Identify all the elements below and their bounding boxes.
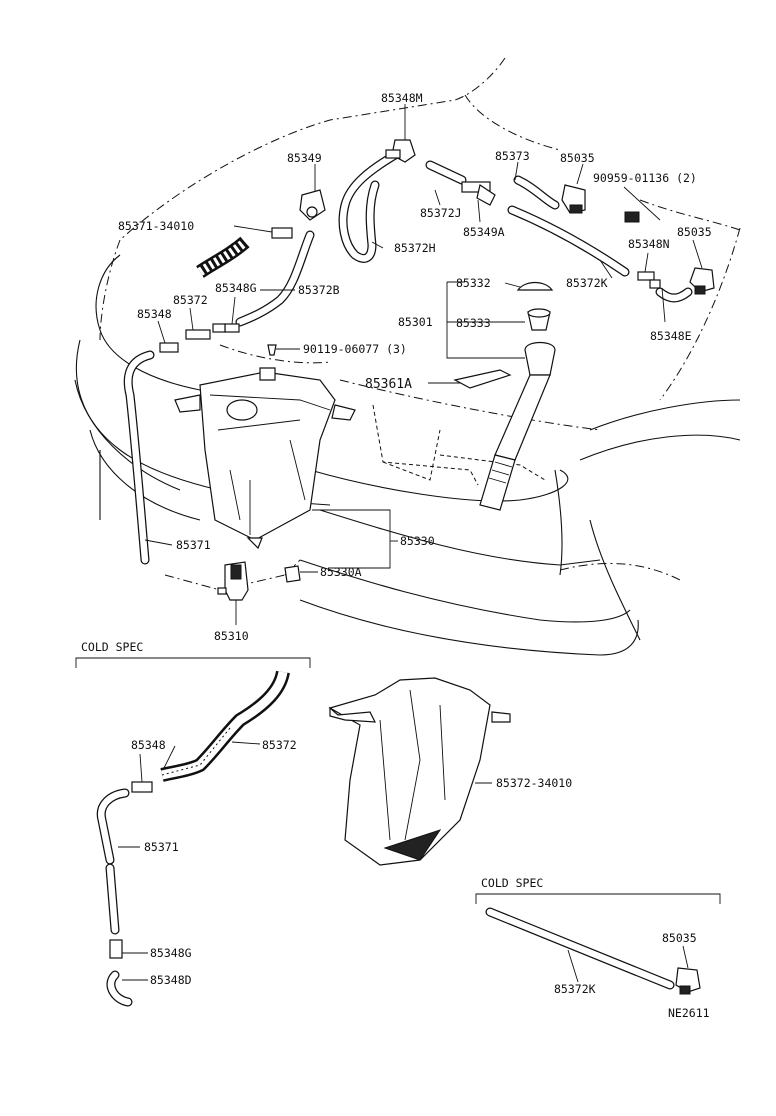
label-85372B: 85372B [298, 283, 340, 297]
label-85372J: 85372J [420, 206, 462, 220]
label-85348E: 85348E [650, 329, 692, 343]
filler-neck [479, 341, 556, 511]
label-90119-06077: 90119-06077 (3) [303, 342, 407, 356]
label-85035-right: 85035 [677, 225, 712, 239]
label-85348-cold: 85348 [131, 738, 166, 752]
label-85361A: 85361A [365, 377, 412, 392]
label-85333: 85333 [456, 316, 491, 330]
drawing-code: NE2611 [668, 1006, 710, 1020]
label-85371-34010: 85371-34010 [118, 219, 194, 233]
label-85349: 85349 [287, 151, 322, 165]
connectors [159, 139, 715, 389]
part-labels: 85348M 85349 85373 85035 90959-01136 (2)… [81, 91, 712, 1020]
label-85301: 85301 [398, 315, 433, 329]
label-85372-34010: 85372-34010 [496, 776, 572, 790]
washer-tank [174, 367, 356, 550]
label-85310: 85310 [214, 629, 249, 643]
label-85330A: 85330A [320, 565, 362, 579]
label-85348G-upper: 85348G [215, 281, 257, 295]
label-85348-upper: 85348 [137, 307, 172, 321]
label-85372-cold: 85372 [262, 738, 297, 752]
label-85372K-upper: 85372K [566, 276, 608, 290]
cold-spec-2-parts [475, 893, 721, 995]
cold-spec-1-parts [75, 657, 311, 1007]
label-85332: 85332 [456, 276, 491, 290]
label-85371-cold: 85371 [144, 840, 179, 854]
label-85373: 85373 [495, 149, 530, 163]
label-85348G-cold: 85348G [150, 946, 192, 960]
label-85349A: 85349A [463, 225, 505, 239]
label-85348N: 85348N [628, 237, 670, 251]
label-85035-cold: 85035 [662, 931, 697, 945]
label-90959-01136: 90959-01136 (2) [593, 171, 697, 185]
cold-spec-tank [328, 677, 511, 866]
upper-hoses [123, 150, 693, 565]
label-cold-spec-2: COLD SPEC [481, 876, 543, 890]
label-85348M: 85348M [381, 91, 423, 105]
washer-pump [217, 561, 301, 601]
label-85372K-cold: 85372K [554, 982, 596, 996]
label-85371-upper: 85371 [176, 538, 211, 552]
label-85035-upper: 85035 [560, 151, 595, 165]
leader-lines [118, 104, 703, 983]
label-85372-upper: 85372 [173, 293, 208, 307]
label-cold-spec-1: COLD SPEC [81, 640, 143, 654]
label-85372H: 85372H [394, 241, 436, 255]
label-85348D: 85348D [150, 973, 192, 987]
label-85330: 85330 [400, 534, 435, 548]
